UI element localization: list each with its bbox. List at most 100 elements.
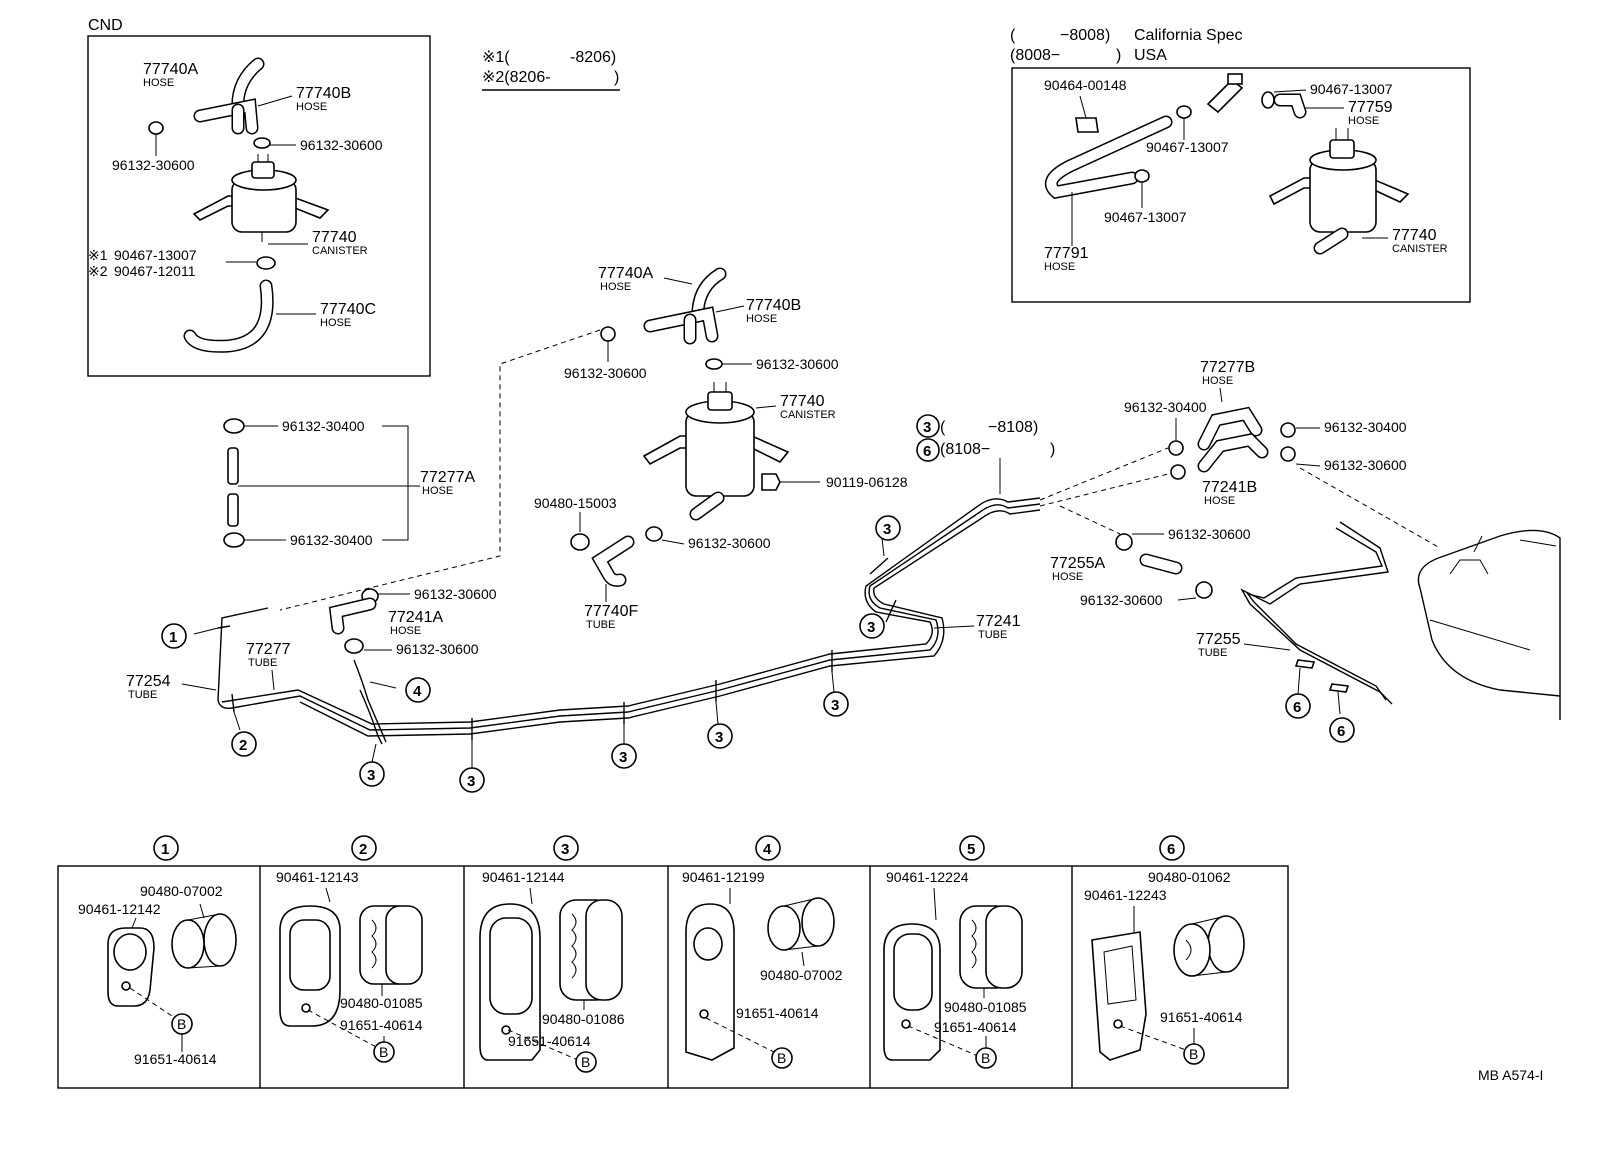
panel-6-header: 6 bbox=[1159, 835, 1185, 861]
clamp-panels: 1 2 3 4 5 6 90480-07002 90461-12142 B 91… bbox=[57, 835, 1289, 1089]
cnd-box: CND 77740A HOSE 77740B HOSE 96132-30600 … bbox=[87, 17, 431, 377]
svg-text:3: 3 bbox=[831, 697, 839, 714]
fuel-tank-shape bbox=[1417, 529, 1561, 720]
panel-2-clamp-label: 90461-12143 bbox=[276, 869, 359, 885]
svg-text:B: B bbox=[379, 1044, 388, 1060]
panel-4-bolt-icon: B bbox=[771, 1047, 793, 1069]
svg-text:※1: ※1 bbox=[88, 247, 108, 263]
panel-5-bolt-label: 91651-40614 bbox=[934, 1019, 1017, 1035]
callout-2-a: 2 bbox=[231, 731, 257, 757]
main-clamp3-icon bbox=[645, 526, 663, 542]
cnd-clamp-left-label: 96132-30600 bbox=[112, 157, 195, 173]
main-grommet-icon bbox=[570, 533, 590, 551]
svg-text:(8108−: (8108− bbox=[940, 441, 990, 458]
tube-254-label: 77254 bbox=[126, 673, 171, 690]
svg-text:HOSE: HOSE bbox=[600, 281, 631, 293]
svg-text:(8008−: (8008− bbox=[1010, 47, 1060, 64]
tube-bundle bbox=[193, 497, 1041, 768]
svg-text:-8206): -8206) bbox=[570, 49, 616, 66]
main-canister-icon bbox=[642, 382, 790, 521]
main-clamp2-label: 96132-30600 bbox=[756, 356, 839, 372]
main-hose-a-label: 77740A bbox=[598, 265, 653, 282]
cnd-alt-clamp-icon bbox=[256, 256, 276, 270]
svg-text:2: 2 bbox=[239, 737, 247, 754]
hose-277a-lower-icon bbox=[227, 493, 239, 527]
main-clamp5-icon bbox=[344, 638, 364, 654]
svg-text:B: B bbox=[777, 1050, 786, 1066]
tube-241a-branch bbox=[359, 689, 383, 745]
svg-text:HOSE: HOSE bbox=[1202, 375, 1233, 387]
svg-text:※2: ※2 bbox=[88, 263, 108, 279]
hose-277b-label: 77277B bbox=[1200, 359, 1255, 376]
panel-6: 90480-01062 90461-12243 91651-40614 B bbox=[1084, 869, 1245, 1065]
callout-3-a: 3 bbox=[359, 761, 385, 787]
callout-3-g: 3 bbox=[875, 515, 901, 541]
spec-p6-label: 77791 bbox=[1044, 245, 1089, 262]
svg-text:HOSE: HOSE bbox=[746, 313, 777, 325]
panel-6-clamp-label: 90461-12243 bbox=[1084, 887, 1167, 903]
svg-text:6: 6 bbox=[1167, 841, 1175, 858]
svg-text:CANISTER: CANISTER bbox=[1392, 243, 1448, 255]
spec-clamp-a-icon bbox=[1176, 105, 1192, 119]
svg-text:TUBE: TUBE bbox=[1198, 647, 1227, 659]
main-bolt-label: 90119-06128 bbox=[826, 474, 908, 490]
hose-241b-label: 77241B bbox=[1202, 479, 1257, 496]
svg-text:3: 3 bbox=[367, 767, 375, 784]
tube-277-label: 77277 bbox=[246, 641, 291, 658]
svg-text:1: 1 bbox=[161, 841, 169, 858]
spec-p1-icon bbox=[1075, 117, 1099, 133]
main-clamp8-label: 96132-30600 bbox=[1324, 457, 1407, 473]
svg-text:HOSE: HOSE bbox=[1052, 571, 1083, 583]
panel-4-bolt-label: 91651-40614 bbox=[736, 1005, 819, 1021]
spec-canister-icon bbox=[1268, 128, 1410, 255]
svg-text:HOSE: HOSE bbox=[422, 485, 453, 497]
svg-text:6: 6 bbox=[1337, 723, 1345, 740]
svg-text:3: 3 bbox=[883, 521, 891, 538]
svg-text:3: 3 bbox=[923, 419, 931, 436]
main-clamp6-label: 96132-30400 bbox=[1124, 399, 1207, 415]
callout-3-e: 3 bbox=[823, 691, 849, 717]
spec-clamp-b-icon bbox=[1134, 169, 1150, 183]
svg-text:2: 2 bbox=[359, 841, 367, 858]
panel-1-grommet-label: 90480-07002 bbox=[140, 883, 223, 899]
callout-3-d: 3 bbox=[707, 723, 733, 749]
main-clamp6-icon bbox=[1168, 440, 1184, 456]
right-hose-group: ( −8108) (8108− ) 77277B HOSE 77241B HOS… bbox=[933, 359, 1441, 641]
panel-5-grommet-label: 90480-01085 bbox=[944, 999, 1027, 1015]
main-grommet-label: 90480-15003 bbox=[534, 495, 617, 511]
svg-text:※2(8206-: ※2(8206- bbox=[482, 69, 551, 86]
svg-text:B: B bbox=[581, 1054, 590, 1070]
svg-text:): ) bbox=[614, 69, 619, 86]
svg-text:(: ( bbox=[940, 419, 946, 436]
spec-p1-label: 90464-00148 bbox=[1044, 77, 1127, 93]
svg-text:3: 3 bbox=[619, 749, 627, 766]
cnd-box-frame bbox=[87, 35, 431, 377]
svg-text:5: 5 bbox=[967, 841, 975, 858]
spec-usa-label: USA bbox=[1134, 47, 1167, 64]
svg-text:B: B bbox=[1189, 1046, 1198, 1062]
clamp-top-label: 96132-30400 bbox=[282, 418, 365, 434]
svg-text:4: 4 bbox=[763, 841, 772, 858]
panel-4-clamp-label: 90461-12199 bbox=[682, 869, 765, 885]
panel-3-grommet-label: 90480-01086 bbox=[542, 1011, 625, 1027]
svg-text:3: 3 bbox=[467, 773, 475, 790]
callout-3-f: 3 bbox=[859, 613, 885, 639]
footer-code: MB A574-I bbox=[1478, 1067, 1543, 1083]
panel-3-clamp-label: 90461-12144 bbox=[482, 869, 565, 885]
hose-277a-group: 96132-30400 96132-30400 77277A HOSE bbox=[223, 418, 475, 548]
cnd-alt2-label: 90467-12011 bbox=[114, 263, 196, 279]
spec-clamp-c-icon bbox=[1261, 91, 1275, 109]
svg-text:): ) bbox=[1116, 47, 1121, 64]
svg-text:−8108): −8108) bbox=[988, 419, 1038, 436]
callout-1-a: 1 bbox=[161, 623, 187, 649]
main-clamp7-icon bbox=[1170, 464, 1186, 480]
svg-text:−8008): −8008) bbox=[1060, 27, 1110, 44]
svg-text:HOSE: HOSE bbox=[1204, 495, 1235, 507]
panel-5: 90461-12224 90480-01085 91651-40614 B bbox=[883, 869, 1027, 1069]
main-clamp3-label: 96132-30600 bbox=[688, 535, 771, 551]
panel-2-bolt-label: 91651-40614 bbox=[340, 1017, 423, 1033]
panel-2-grommet-label: 90480-01085 bbox=[340, 995, 423, 1011]
clamp-bottom-icon bbox=[223, 532, 245, 548]
panel-2-bolt-icon: B bbox=[373, 1041, 395, 1063]
svg-text:B: B bbox=[981, 1050, 990, 1066]
